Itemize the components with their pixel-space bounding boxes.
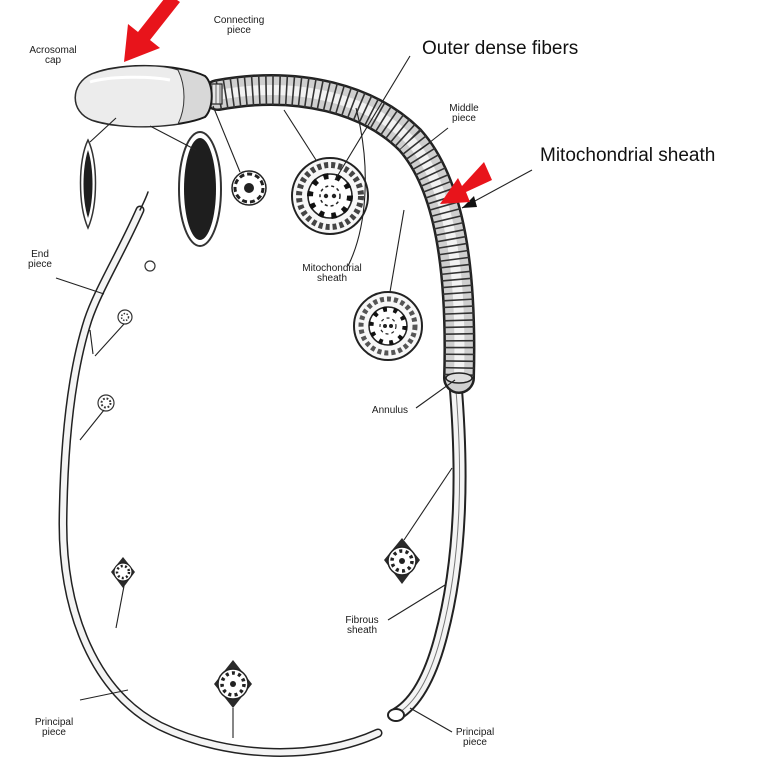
label-connecting-piece-line2: piece xyxy=(196,26,282,36)
label-middle-piece-line2: piece xyxy=(436,114,492,124)
label-principal-piece-right-line2: piece xyxy=(446,738,504,748)
label-mitochondrial-sheath: Mitochondrial sheath xyxy=(540,145,715,167)
head-cross-section-small xyxy=(81,140,96,228)
principal-piece-cross-section-left xyxy=(214,660,252,708)
label-mitochondrial-sheath-small-line2: sheath xyxy=(288,274,376,284)
label-principal-piece-left-line2: piece xyxy=(24,728,84,738)
label-fibrous-sheath-line2: sheath xyxy=(334,626,390,636)
middle-piece-cross-section-small xyxy=(354,292,422,360)
red-arrow-top xyxy=(124,0,180,62)
connecting-piece-cross-section xyxy=(232,171,266,205)
tail-cut-end xyxy=(388,709,404,721)
label-outer-dense-fibers: Outer dense fibers xyxy=(422,38,578,60)
label-principal-piece-left: Principal piece xyxy=(24,718,84,738)
middle-piece-cross-section-large xyxy=(292,158,368,234)
annulus-ring xyxy=(446,373,472,383)
label-connecting-piece: Connecting piece xyxy=(196,16,282,36)
label-mitochondrial-sheath-small: Mitochondrial sheath xyxy=(288,264,376,284)
label-middle-piece: Middle piece xyxy=(436,104,492,124)
label-acrosomal-cap-line2: cap xyxy=(20,56,86,66)
label-end-piece-line2: piece xyxy=(20,260,60,270)
head-cross-section-large xyxy=(179,132,221,246)
sperm-head xyxy=(76,66,212,127)
label-annulus: Annulus xyxy=(362,406,418,416)
label-principal-piece-right: Principal piece xyxy=(446,728,504,748)
principal-piece-cross-section-mid xyxy=(111,557,135,588)
label-acrosomal-cap: Acrosomal cap xyxy=(20,46,86,66)
principal-piece-cross-section-right xyxy=(384,538,420,584)
label-end-piece: End piece xyxy=(20,250,60,270)
label-fibrous-sheath: Fibrous sheath xyxy=(334,616,390,636)
